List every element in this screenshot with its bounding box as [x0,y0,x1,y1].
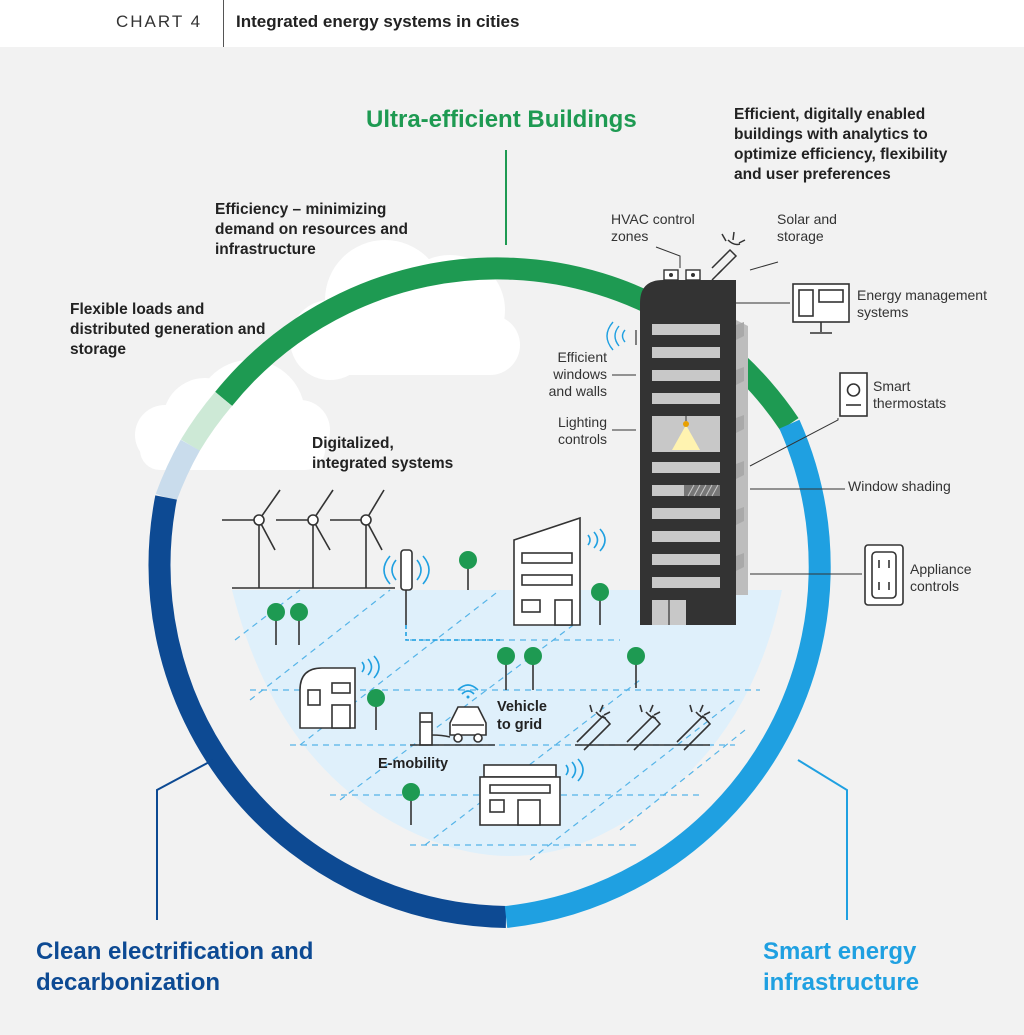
shop-building-icon [479,758,584,826]
label-emobility: E-mobility [378,756,449,772]
wind-turbine-icon [222,489,395,589]
callout-lines [612,246,862,575]
monitor-icon [792,283,850,334]
ring-segment-light-blue [504,419,831,928]
label-flexible: Flexible loads and distributed generatio… [70,301,266,358]
thermostat-icon [839,372,868,417]
smart-streetlight-icon [383,549,500,641]
house-icon [299,655,380,729]
pillar-smart-infrastructure: Smart energy infrastructure [763,938,920,996]
office-building-icon [513,516,606,626]
pillar-buildings: Ultra-efficient Buildings [366,106,637,133]
tree-icon [267,551,645,825]
label-windows: Efficient windows and walls [548,349,607,399]
label-efficient-buildings: Efficient, digitally enabled buildings w… [734,106,948,183]
solar-panel-icon [575,704,712,751]
label-thermostats: Smart thermostats [873,378,947,411]
label-digitalized: Digitalized, integrated systems [312,435,454,472]
chart-title: Integrated energy systems in cities [236,12,520,31]
label-v2g: Vehicle to grid [497,699,547,733]
label-solar: Solar and storage [777,211,837,244]
car-icon [449,684,487,743]
pointer-smart [797,759,848,920]
pillar-electrification: Clean electrification and decarbonizatio… [36,938,314,996]
pointer-electrification [156,759,214,920]
outlet-icon [864,544,904,606]
label-lighting: Lighting controls [557,414,607,447]
charger-icon [410,712,495,746]
smart-tower [606,231,748,625]
label-hvac: HVAC control zones [611,211,695,244]
label-shading: Window shading [848,478,951,494]
ring-segment-dark-blue [148,495,507,928]
chart-header: CHART 4 Integrated energy systems in cit… [0,0,1024,47]
label-efficiency: Efficiency – minimizing demand on resour… [215,201,408,258]
header-divider [223,0,224,47]
label-appliance: Appliance controls [910,561,972,594]
ring-segment-pale-blue [155,439,200,502]
ring-segment-light-green [180,391,233,452]
street-grid [234,589,760,861]
chart-number: CHART 4 [116,12,203,31]
label-energy-mgmt: Energy management systems [857,287,987,320]
